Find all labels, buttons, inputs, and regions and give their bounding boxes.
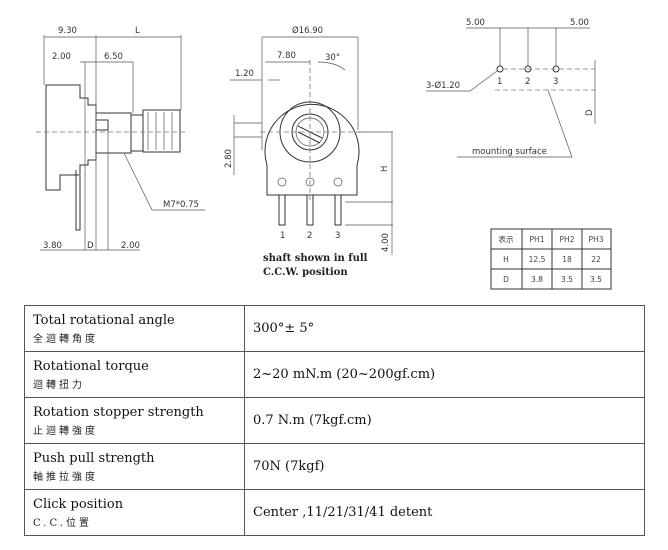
ph-cell: 3.5	[561, 275, 573, 284]
ph-header: PH2	[560, 235, 575, 244]
pin-2-label: 2	[307, 231, 312, 241]
table-row: Rotation stopper strength 止迴轉強度 0.7 N.m (…	[24, 397, 645, 444]
holes-label: 3-Ø1.20	[426, 80, 460, 91]
side-view: 9.30 L 2.00 6.50 M7*0.75 3.80 D 2.00	[36, 26, 205, 251]
spec-label-zh: C.C.位置	[33, 517, 92, 529]
mounting-surface-label: mounting surface	[472, 147, 547, 157]
spec-table: Total rotational angle 全迴轉角度 300°± 5° Rot…	[24, 305, 645, 536]
caption-line-2: C.C.W. position	[263, 267, 348, 278]
pitch-left: 5.00	[466, 18, 485, 28]
ph-cell: H	[503, 255, 509, 264]
spec-label: Total rotational angle	[33, 312, 175, 328]
spec-value: 70N (7kgf)	[244, 443, 645, 490]
spec-label: Click position	[33, 496, 124, 512]
ph-table: 表示 PH1 PH2 PH3 H 12.5 18 22 D 3.8 3.5 3.…	[490, 228, 612, 290]
ph-cell: 3.5	[590, 275, 602, 284]
spec-value: 2~20 mN.m (20~200gf.cm)	[244, 351, 645, 398]
dim-780: 7.80	[277, 51, 296, 61]
pcb-layout-view: 5.00 5.00 3-Ø1.20 1 2 3 D mounting surfa…	[426, 18, 596, 158]
caption-line-1: shaft shown in full	[263, 253, 368, 264]
dim-120: 1.20	[235, 69, 254, 79]
pin-1-label: 1	[280, 231, 285, 241]
dim-200-top: 2.00	[52, 52, 71, 62]
front-view: Ø16.90 7.80 30° 1.20 2.80 H 4.00 1 2 3 s…	[224, 25, 393, 278]
ph-cell: 18	[562, 255, 572, 264]
dim-930: 9.30	[58, 26, 77, 36]
thread-label: M7*0.75	[163, 200, 199, 210]
ph-cell: 12.5	[529, 255, 546, 264]
spec-label-zh: 止迴轉強度	[33, 425, 98, 437]
spec-label: Push pull strength	[33, 450, 155, 466]
ph-header: PH3	[589, 235, 604, 244]
dim-D-side: D	[87, 241, 94, 251]
dim-400: 4.00	[381, 233, 391, 252]
pcb-pin-3: 3	[553, 77, 558, 87]
table-row: Push pull strength 軸推拉強度 70N (7kgf)	[24, 443, 645, 490]
spec-label-zh: 軸推拉強度	[33, 471, 98, 483]
table-row: Rotational torque 迴轉扭力 2~20 mN.m (20~200g…	[24, 351, 645, 398]
dim-angle: 30°	[325, 53, 340, 63]
pcb-pin-1: 1	[497, 77, 502, 87]
spec-value: Center ,11/21/31/41 detent	[244, 489, 645, 536]
spec-label: Rotation stopper strength	[33, 404, 204, 420]
pitch-right: 5.00	[570, 18, 589, 28]
spec-label-zh: 全迴轉角度	[33, 333, 98, 345]
table-row: Total rotational angle 全迴轉角度 300°± 5°	[24, 305, 645, 352]
pcb-dim-D: D	[585, 109, 595, 116]
technical-drawing: 9.30 L 2.00 6.50 M7*0.75 3.80 D 2.00 Ø16…	[36, 18, 612, 290]
dim-H: H	[380, 166, 390, 172]
ph-header: 表示	[499, 234, 514, 244]
ph-cell: 3.8	[531, 275, 543, 284]
dim-200-bottom: 2.00	[121, 241, 140, 251]
ph-cell: D	[503, 275, 509, 284]
spec-label: Rotational torque	[33, 358, 149, 374]
dim-diameter: Ø16.90	[292, 25, 323, 36]
spec-label-zh: 迴轉扭力	[33, 379, 85, 391]
dim-650: 6.50	[104, 52, 123, 62]
pin-3-label: 3	[335, 231, 340, 241]
ph-cell: 22	[591, 255, 601, 264]
dim-380: 3.80	[43, 241, 62, 251]
spec-value: 300°± 5°	[244, 305, 645, 352]
spec-value: 0.7 N.m (7kgf.cm)	[244, 397, 645, 444]
dim-280: 2.80	[224, 149, 234, 168]
dim-L: L	[135, 26, 140, 36]
ph-header: PH1	[530, 235, 545, 244]
pcb-pin-2: 2	[525, 77, 530, 87]
